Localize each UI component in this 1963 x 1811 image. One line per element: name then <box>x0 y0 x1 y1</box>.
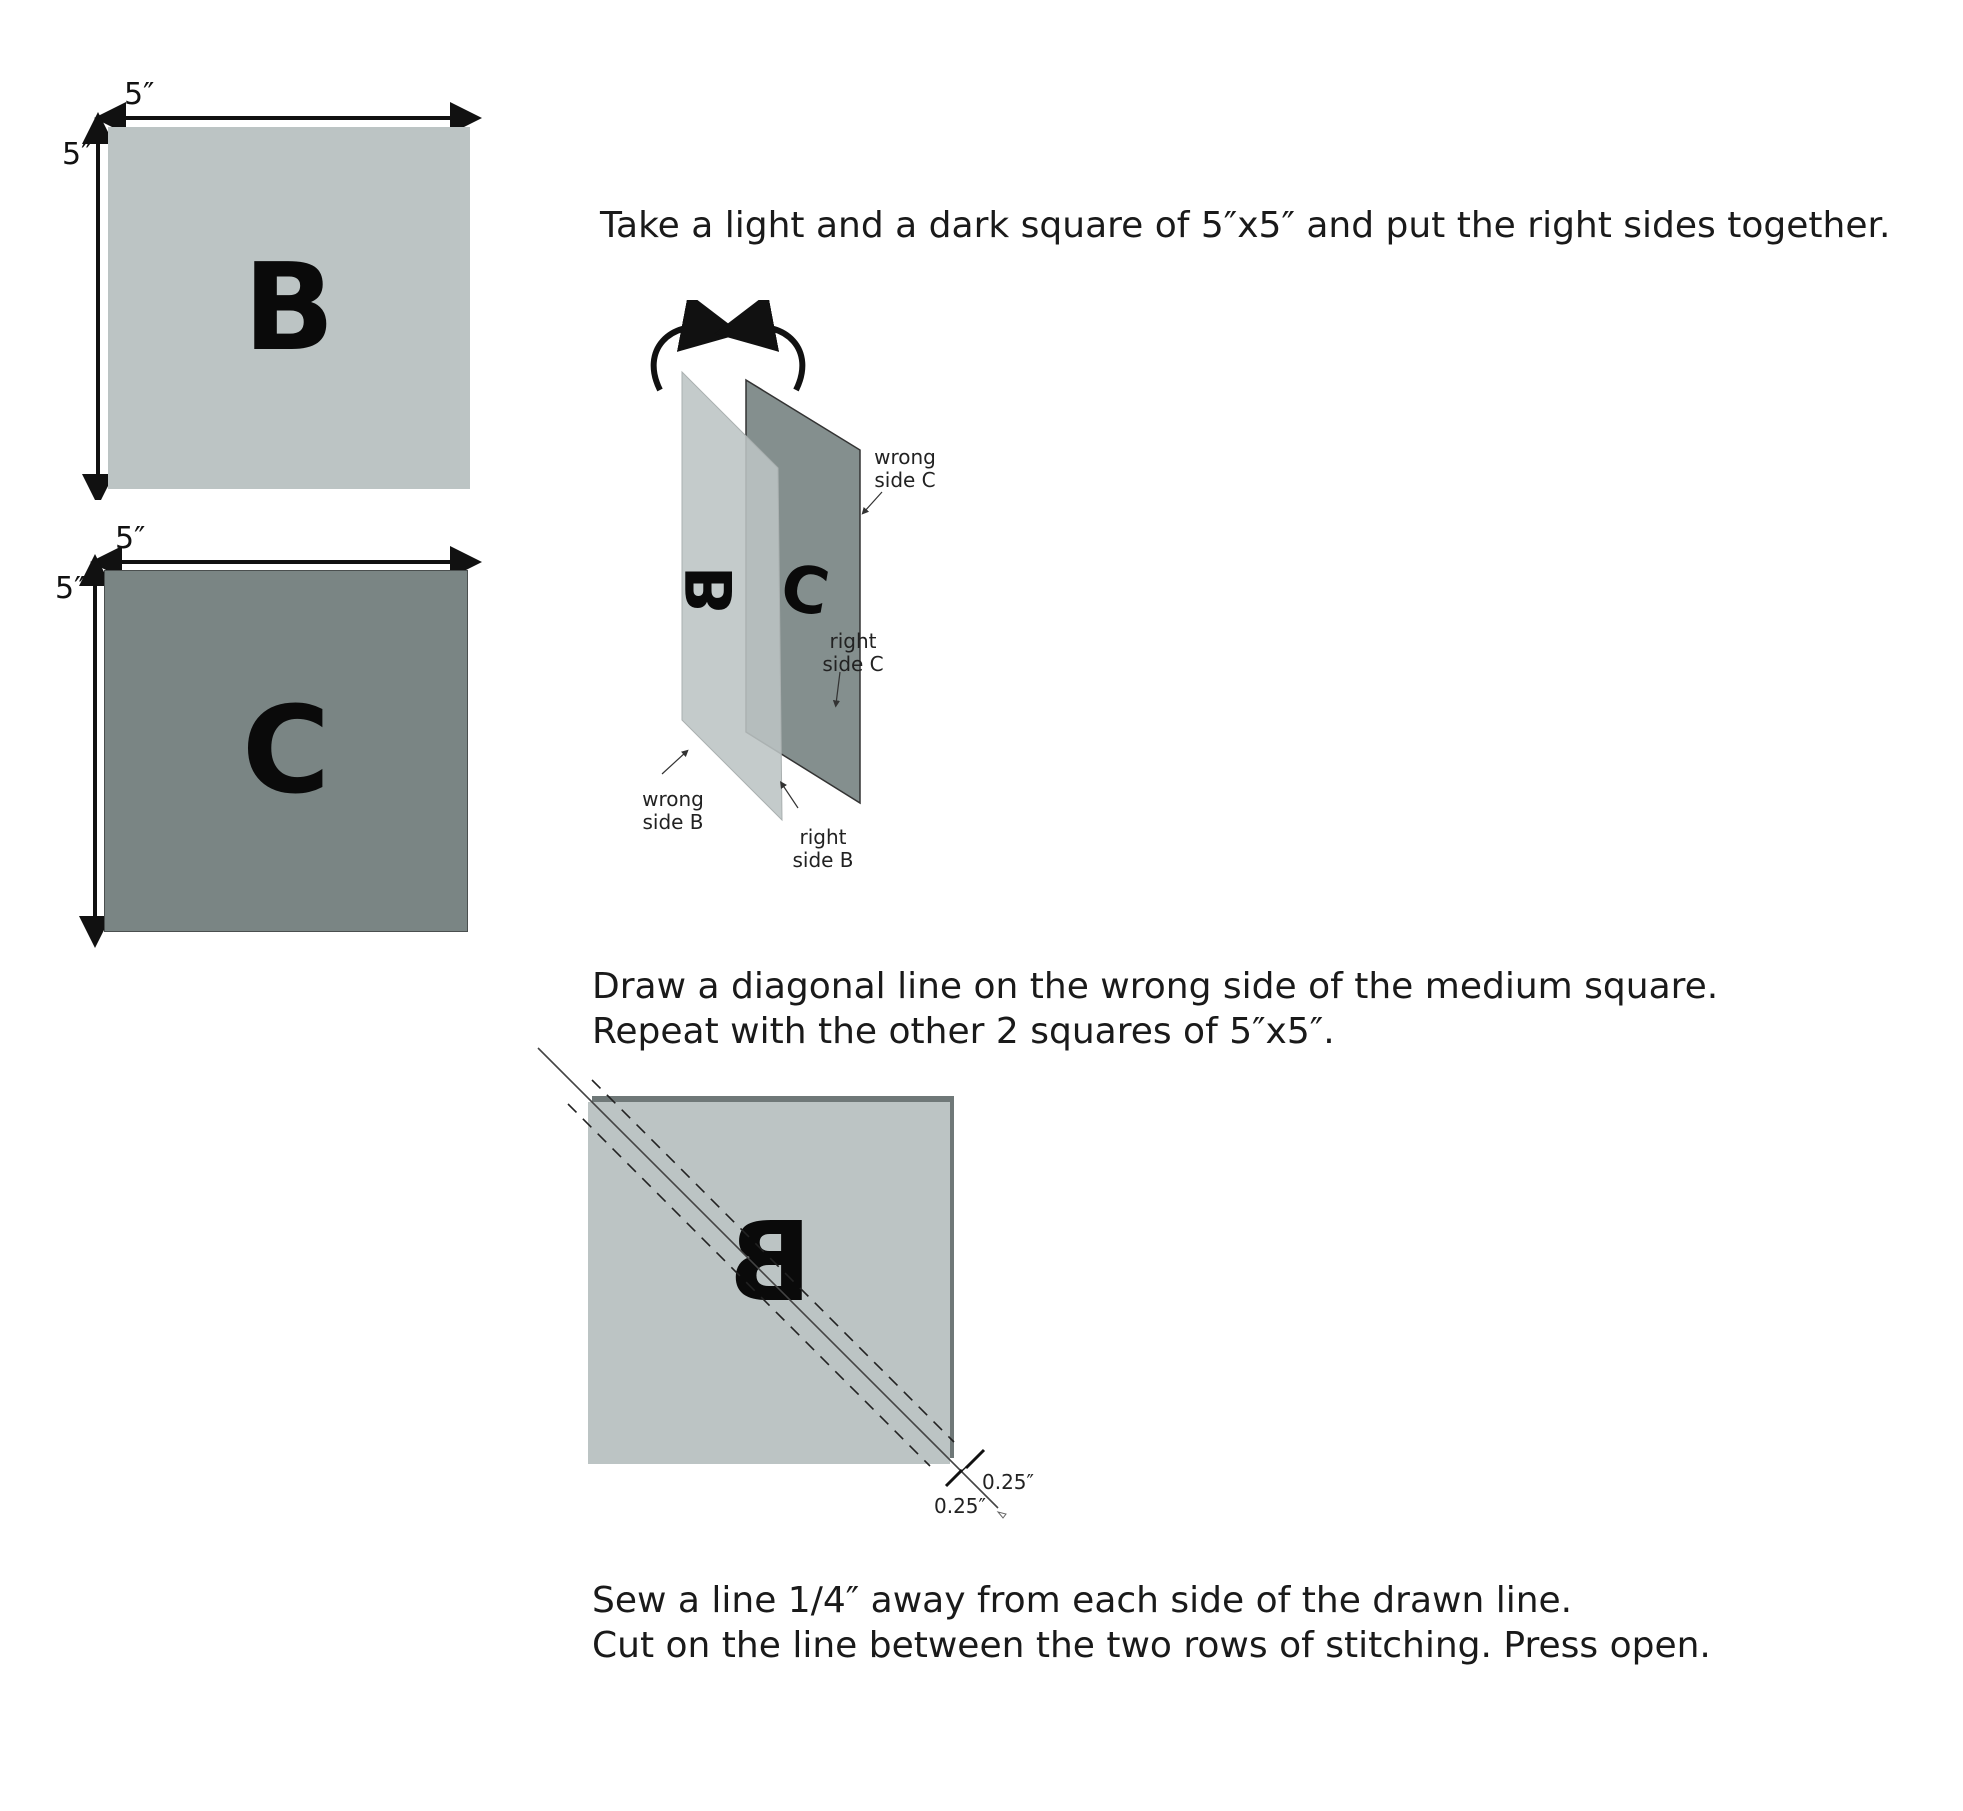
label-right-side-c: right side C <box>822 629 884 676</box>
label-right-side-b: right side B <box>792 825 854 872</box>
step-1-line-1: Take a light and a dark square of 5″x5″ … <box>600 205 1891 246</box>
step-3-text: Sew a line 1/4″ away from each side of t… <box>592 1578 1711 1668</box>
square-b-dimension-arrows <box>82 102 482 500</box>
panel-b <box>681 370 783 822</box>
step-2-line-1: Draw a diagonal line on the wrong side o… <box>592 966 1719 1007</box>
fold-diagram: C B <box>650 300 883 822</box>
step-3-line-2: Cut on the line between the two rows of … <box>592 1625 1711 1666</box>
step-2-line-2: Repeat with the other 2 squares of 5″x5″… <box>592 1011 1335 1052</box>
square-b: B <box>108 127 470 489</box>
seam-label-left: 0.25″ <box>934 1494 987 1518</box>
step-2-text: Draw a diagonal line on the wrong side o… <box>592 964 1718 1054</box>
square-c-dimension-arrows <box>79 546 482 948</box>
sew-square-letter: B <box>728 1198 812 1326</box>
scissors-icon <box>996 1511 1007 1519</box>
drawn-diagonal-line <box>537 1047 999 1509</box>
label-wrong-side-b: wrong side B <box>642 787 704 834</box>
panel-b-letter: B <box>674 566 748 615</box>
seam-label-right: 0.25″ <box>982 1470 1035 1494</box>
square-c-letter: C <box>241 681 331 821</box>
sew-diagram: B <box>537 1047 1007 1519</box>
step-1-text: Take a light and a dark square of 5″x5″ … <box>600 203 1890 248</box>
square-c: C <box>104 570 468 932</box>
sew-front-square <box>588 1102 950 1464</box>
flip-arrow-left-icon <box>650 300 742 392</box>
square-b-letter: B <box>243 238 335 378</box>
stitch-line-lower <box>567 1103 931 1467</box>
label-wrong-side-c: wrong side C <box>874 445 936 492</box>
flip-arrow-right-icon <box>714 300 806 392</box>
step-3-line-1: Sew a line 1/4″ away from each side of t… <box>592 1580 1573 1621</box>
stitch-line-upper <box>591 1079 955 1443</box>
